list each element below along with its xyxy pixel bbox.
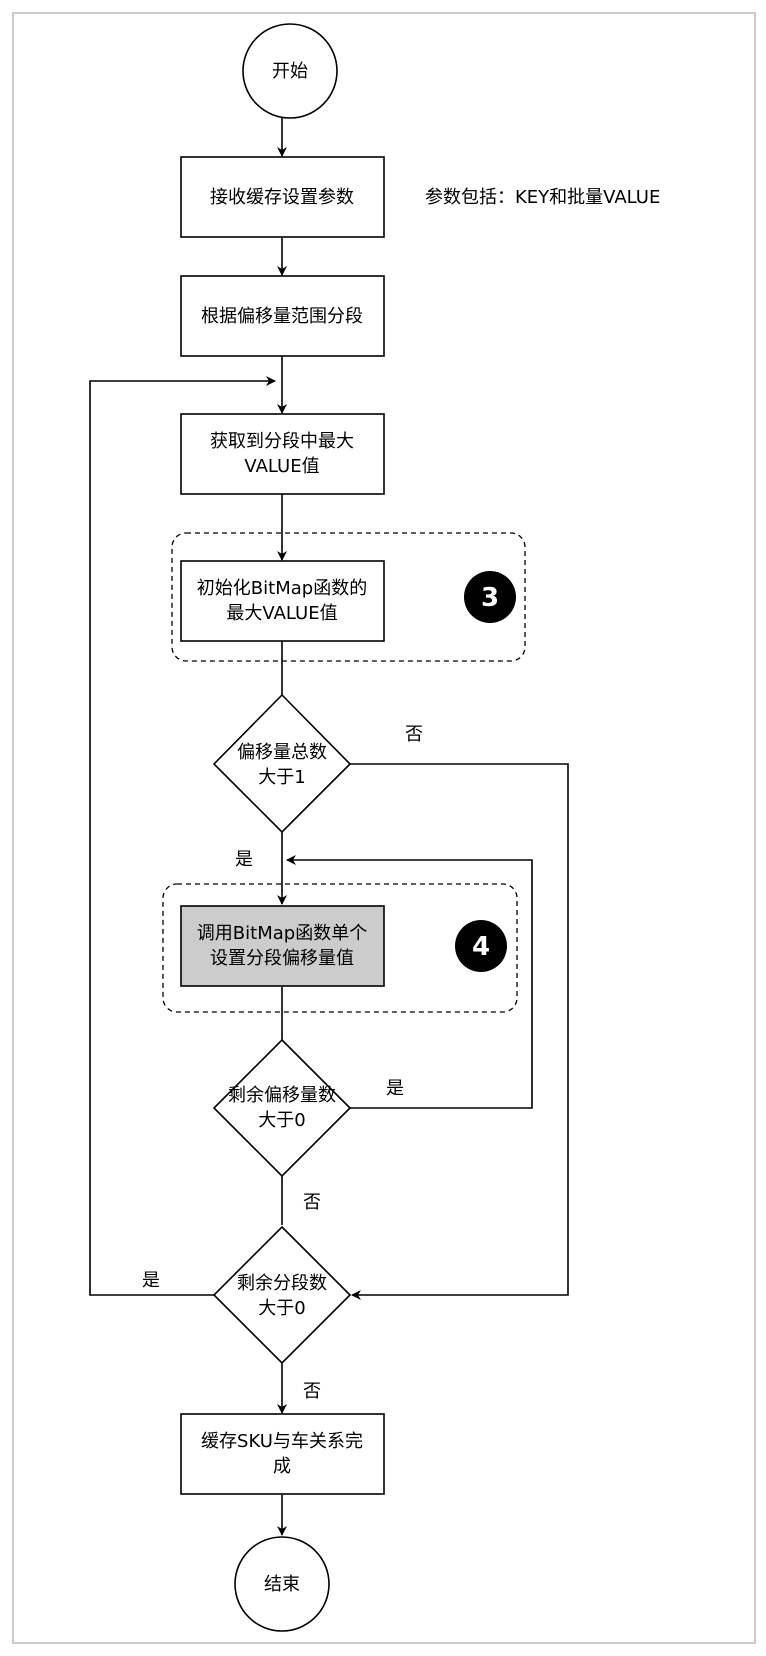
init-bitmap-label-line2: 最大VALUE值 xyxy=(226,603,337,624)
remaining-offset-label-line1: 剩余偏移量数 xyxy=(228,1085,336,1106)
offset-total-label-line1: 偏移量总数 xyxy=(237,742,327,763)
offset-total-yes-label: 是 xyxy=(235,849,253,870)
cache-complete-label-line2: 成 xyxy=(273,1456,291,1477)
cache-complete-node: 缓存SKU与车关系完 成 xyxy=(180,1413,385,1495)
edge-offset-check-no-bypass xyxy=(350,763,569,1300)
segment-node: 根据偏移量范围分段 xyxy=(180,275,385,357)
end-label: 结束 xyxy=(264,1574,300,1595)
remaining-segment-decision: 剩余分段数 大于0 xyxy=(212,1225,352,1365)
start-node: 开始 xyxy=(242,23,338,119)
step3-badge: 3 xyxy=(464,571,516,623)
offset-total-no-label: 否 xyxy=(405,724,423,745)
init-bitmap-node: 初始化BitMap函数的 最大VALUE值 xyxy=(180,560,385,642)
call-bitmap-label-line2: 设置分段偏移量值 xyxy=(210,948,354,969)
get-max-label-line2: VALUE值 xyxy=(244,456,319,477)
cache-complete-label-line1: 缓存SKU与车关系完 xyxy=(201,1431,363,1452)
receive-params-label: 接收缓存设置参数 xyxy=(210,187,354,208)
param-note: 参数包括：KEY和批量VALUE xyxy=(425,187,660,208)
step4-badge-label: 4 xyxy=(472,932,490,962)
get-max-node: 获取到分段中最大 VALUE值 xyxy=(180,413,385,495)
step4-group-dashed xyxy=(162,883,518,1013)
remaining-segment-label-line2: 大于0 xyxy=(258,1298,305,1319)
remaining-segment-label-line1: 剩余分段数 xyxy=(237,1273,327,1294)
remaining-offset-no-label: 否 xyxy=(303,1192,321,1213)
step3-badge-label: 3 xyxy=(481,583,499,613)
receive-params-node: 接收缓存设置参数 xyxy=(180,156,385,238)
start-label: 开始 xyxy=(272,61,308,82)
end-node: 结束 xyxy=(234,1536,330,1632)
remaining-segment-no-label: 否 xyxy=(303,1381,321,1402)
remaining-segment-yes-label: 是 xyxy=(142,1270,160,1291)
diagram-frame xyxy=(12,12,756,1644)
step3-group-dashed xyxy=(171,532,526,662)
offset-total-label-line2: 大于1 xyxy=(258,767,305,788)
remaining-offset-decision: 剩余偏移量数 大于0 xyxy=(212,1038,352,1178)
offset-total-decision: 偏移量总数 大于1 xyxy=(212,693,352,834)
init-bitmap-label-line1: 初始化BitMap函数的 xyxy=(197,578,367,599)
edge-remaining-segment-yes-loop xyxy=(89,376,276,1296)
step4-badge: 4 xyxy=(455,920,507,972)
edge-remaining-offset-yes-loop xyxy=(286,855,533,1109)
remaining-offset-yes-label: 是 xyxy=(386,1078,404,1099)
call-bitmap-label-line1: 调用BitMap函数单个 xyxy=(197,923,367,944)
call-bitmap-node: 调用BitMap函数单个 设置分段偏移量值 xyxy=(180,905,385,987)
segment-label: 根据偏移量范围分段 xyxy=(201,306,363,327)
get-max-label-line1: 获取到分段中最大 xyxy=(210,431,354,452)
remaining-offset-label-line2: 大于0 xyxy=(258,1110,305,1131)
